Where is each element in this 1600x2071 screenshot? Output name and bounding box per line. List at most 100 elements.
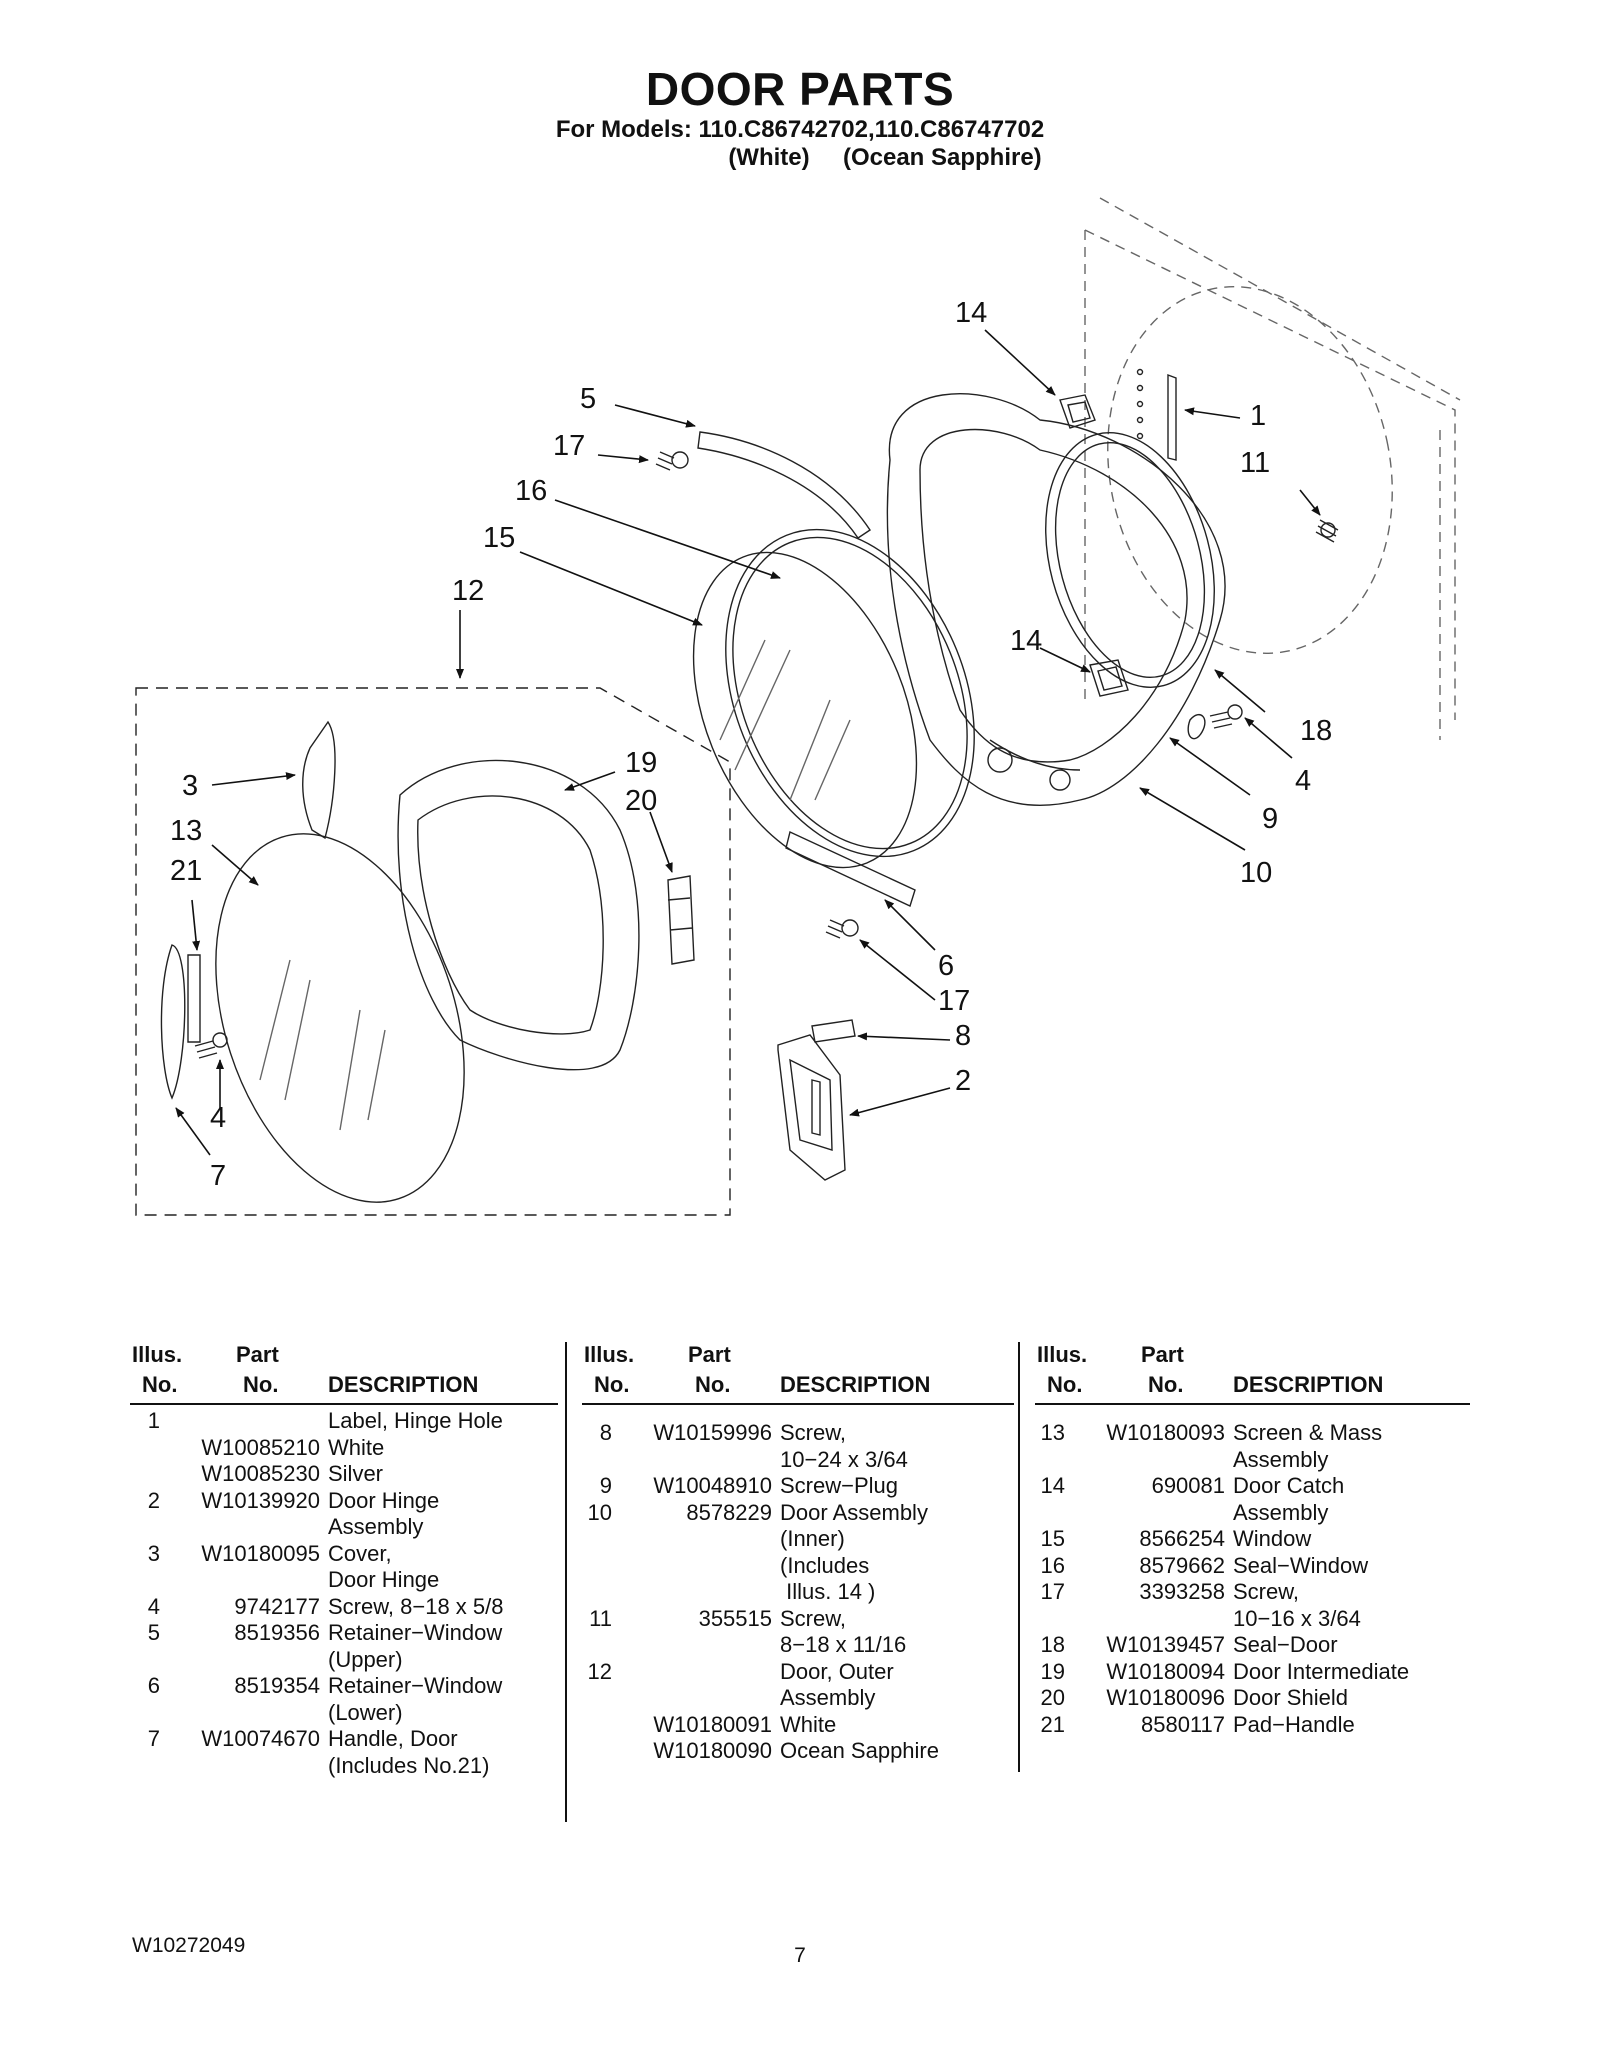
part-description: Screw, 8−18 x 5/8 xyxy=(328,1593,504,1619)
part-number: 8519354 xyxy=(234,1673,320,1698)
doc-number: W10272049 xyxy=(132,1934,246,1957)
colors-line: (White) (Ocean Sapphire) xyxy=(728,144,1042,171)
screw-17-lower xyxy=(825,919,859,939)
part-description: Handle, Door xyxy=(328,1726,458,1751)
table-row: (Inner) xyxy=(582,1526,1014,1553)
table-row: 10−16 x 3/64 xyxy=(1035,1606,1470,1633)
part-number: 355515 xyxy=(698,1605,772,1631)
callout-4-left: 4 xyxy=(210,1102,226,1134)
table-row: Assembly xyxy=(1035,1500,1470,1527)
part-description: Window xyxy=(1233,1526,1312,1551)
callout-4-right: 4 xyxy=(1295,765,1311,797)
part-number: 8578229 xyxy=(686,1499,772,1525)
handle-pad xyxy=(187,954,201,1043)
part-number: W10074670 xyxy=(201,1726,320,1751)
part-number: 8579662 xyxy=(1139,1552,1225,1578)
table-row: Assembly xyxy=(1035,1447,1470,1474)
hinge-hole-label xyxy=(1136,368,1177,461)
callout-14-top: 14 xyxy=(955,297,987,329)
callout-8: 8 xyxy=(955,1020,971,1052)
illus-number: 8 xyxy=(599,1420,612,1445)
part-description: Silver xyxy=(328,1461,384,1486)
illus-number: 21 xyxy=(1040,1711,1065,1737)
part-number: 9742177 xyxy=(234,1593,320,1619)
callout-7: 7 xyxy=(210,1160,226,1192)
part-number: W10048910 xyxy=(653,1473,772,1498)
illus-number: 6 xyxy=(147,1673,160,1698)
illus-number: 4 xyxy=(147,1593,160,1619)
table-row: Assembly xyxy=(130,1514,560,1541)
part-number: W10085230 xyxy=(201,1461,320,1486)
part-description: (Includes xyxy=(780,1552,870,1578)
table-row: (Includes xyxy=(582,1553,1014,1580)
part-number: 8566254 xyxy=(1139,1526,1225,1551)
part-description: Cover, xyxy=(328,1540,392,1566)
column-divider-2 xyxy=(1018,1342,1020,1772)
illus-number: 19 xyxy=(1040,1658,1065,1684)
part-description: Pad−Handle xyxy=(1233,1711,1355,1737)
part-number: W10180094 xyxy=(1106,1658,1225,1684)
illus-number: 17 xyxy=(1040,1579,1065,1604)
screen-mass xyxy=(215,833,465,1203)
part-number: W10180090 xyxy=(653,1738,772,1763)
table-row: 8 W10159996 Screw, xyxy=(582,1420,1014,1447)
table-row: (Upper) xyxy=(130,1647,560,1674)
part-number: 8519356 xyxy=(234,1620,320,1645)
cover-hinge xyxy=(302,720,336,840)
table-row: 10−24 x 3/64 xyxy=(582,1447,1014,1474)
model-info: For Models: 110.C86742702,110.C86747702 … xyxy=(0,116,1600,172)
part-description: (Inner) xyxy=(780,1526,845,1551)
part-description: Assembly xyxy=(1233,1499,1329,1525)
part-description: 10−24 x 3/64 xyxy=(780,1446,908,1472)
part-description: Assembly xyxy=(780,1685,876,1710)
part-description: Door Catch xyxy=(1233,1473,1345,1498)
illus-number: 13 xyxy=(1040,1420,1065,1445)
part-description: Screw, xyxy=(1233,1579,1300,1604)
part-number: 8580117 xyxy=(1140,1711,1225,1737)
illus-number: 14 xyxy=(1040,1473,1065,1498)
table-row: (Lower) xyxy=(130,1700,560,1727)
table-rows: 8 W10159996 Screw,10−24 x 3/64 9 W10048910 Sc… xyxy=(582,1420,1014,1765)
column-divider-1 xyxy=(565,1342,567,1822)
part-description: Assembly xyxy=(328,1514,424,1539)
part-description: Assembly xyxy=(1233,1446,1329,1472)
callout-2: 2 xyxy=(955,1065,971,1097)
illus-number: 9 xyxy=(599,1473,612,1498)
callout-6: 6 xyxy=(938,950,954,982)
part-description: Retainer−Window xyxy=(328,1620,503,1645)
door-catch-lower xyxy=(1089,659,1129,697)
part-number: W10139457 xyxy=(1106,1632,1225,1657)
table-header: Illus. No. Part No. DESCRIPTION xyxy=(1037,1342,1384,1397)
part-number: W10159996 xyxy=(653,1420,772,1445)
callout-5: 5 xyxy=(580,383,596,415)
table-row: Illus. 14 ) xyxy=(582,1579,1014,1606)
table-header: Illus. No. Part No. DESCRIPTION xyxy=(132,1342,479,1397)
part-description: 8−18 x 11/16 xyxy=(780,1632,907,1657)
callout-10: 10 xyxy=(1240,857,1272,889)
callout-20: 20 xyxy=(625,785,657,817)
part-description: Ocean Sapphire xyxy=(780,1738,939,1763)
table-row: 17 3393258 Screw, xyxy=(1035,1579,1470,1606)
illus-number: 1 xyxy=(147,1408,160,1433)
part-description: Illus. 14 ) xyxy=(780,1579,876,1604)
window-glass xyxy=(692,551,918,869)
part-description: Screw, xyxy=(780,1420,847,1445)
callout-13: 13 xyxy=(170,815,202,847)
part-number: 3393258 xyxy=(1139,1579,1225,1604)
